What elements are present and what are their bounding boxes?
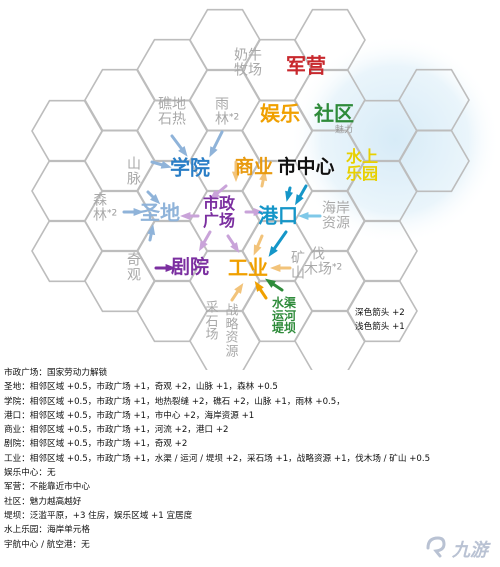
hex-cell — [136, 38, 208, 102]
arrow-head — [160, 160, 172, 169]
hex-cell — [84, 249, 156, 313]
tile-gov-plaza: 市政广场 — [202, 194, 236, 230]
note-line: 堤坝：泛滥平原，+3 住房，娱乐区域 +1 宜居度 — [4, 510, 193, 521]
tile-entertainment: 娱乐 — [260, 101, 300, 126]
tile-lumber: 伐木场*2 — [304, 246, 343, 277]
hex-board — [31, 8, 500, 370]
arrow-legend: 深色箭头 +2 浅色箭头 +1 — [355, 306, 405, 334]
tile-academy: 学院 — [170, 155, 210, 180]
tile-mine: 矿山 — [291, 250, 305, 281]
arrow-head — [254, 281, 264, 292]
arrow-head — [165, 263, 176, 273]
tile-holy-site: 圣地 — [140, 200, 180, 225]
arrow-head — [147, 224, 156, 236]
tile-barracks: 军营 — [286, 53, 326, 78]
tile-community: 社区 — [314, 101, 354, 126]
arrow-head — [234, 283, 244, 294]
tile-coastal: 海岸资源 — [322, 200, 350, 231]
arrow-head — [298, 211, 309, 221]
arrow-head — [133, 207, 144, 217]
water-glow — [290, 35, 500, 245]
legend-dark: 深色箭头 +2 — [355, 308, 405, 318]
arrow-head — [270, 263, 281, 273]
arrow-head — [231, 171, 241, 182]
tile-waterpark: 水上乐园 — [345, 147, 379, 183]
hex-cell — [136, 279, 208, 343]
hex-cell — [84, 129, 156, 193]
note-line: 宇航中心 / 航空港：无 — [4, 539, 90, 550]
arrow-head — [209, 146, 218, 158]
arrow-head — [230, 242, 240, 253]
tile-commercial: 商业 — [234, 156, 274, 179]
note-line: 社区：魅力越高越好 — [4, 496, 82, 507]
hex-cell — [398, 129, 470, 193]
hex-grid — [31, 8, 470, 370]
arrow-head — [295, 194, 304, 206]
arrow-head — [199, 240, 208, 252]
arrow-head — [180, 211, 191, 221]
adjacency-notes: 市政广场：国家劳动力解锁 圣地：相邻区域 +0.5，市政广场 +1，奇观 +2，… — [4, 366, 430, 552]
tile-wonder: 奇观 — [127, 252, 141, 283]
note-line: 商业：相邻区域 +0.5，市政广场 +1，河流 +2，港口 +2 — [4, 425, 229, 436]
note-line: 圣地：相邻区域 +0.5，市政广场 +1，奇观 +2，山脉 +1，森林 +0.5 — [4, 382, 278, 393]
tile-forest: 森林*2 — [93, 192, 118, 223]
tile-quarry: 采石场 — [205, 300, 219, 343]
note-line: 娱乐中心：无 — [4, 468, 56, 479]
tile-city-center: 市中心 — [277, 156, 335, 179]
tile-mountain: 山脉 — [127, 156, 141, 187]
note-line: 港口：相邻区域 +0.5，市政广场 +1，市中心 +2，海岸资源 +1 — [4, 410, 255, 421]
hex-cell — [31, 219, 103, 283]
tile-multiplier: *2 — [107, 208, 118, 219]
adjacency-arrows — [122, 130, 322, 302]
note-line: 军营：不能靠近市中心 — [4, 482, 90, 493]
arrow-head — [265, 278, 276, 288]
arrow-head — [268, 246, 278, 257]
arrow-head — [285, 190, 294, 202]
legend-light: 浅色箭头 +1 — [355, 322, 405, 332]
jiuyou-logo-icon — [426, 536, 446, 558]
note-line: 剧院：相邻区域 +0.5，市政广场 +1，奇观 +2 — [4, 439, 188, 450]
tile-charm: 魅力 — [334, 125, 354, 136]
hex-cell — [31, 159, 103, 223]
tile-milk-ranch: 奶牛牧场 — [234, 47, 262, 78]
tile-multiplier: *2 — [229, 112, 240, 123]
hex-cell — [346, 279, 418, 343]
note-line: 学院：相邻区域 +0.5，市政广场 +1，地热裂缝 +2，礁石 +2，山脉 +1… — [4, 396, 345, 407]
tile-sulfur: 礁地石热 — [158, 96, 186, 127]
arrow-head — [150, 194, 161, 205]
tile-industrial: 工业 — [228, 255, 268, 280]
tile-rainforest: 雨林*2 — [215, 96, 240, 127]
arrow-head — [253, 207, 264, 217]
arrow-head — [253, 244, 262, 256]
arrow-head — [209, 190, 220, 200]
arrow-head — [178, 146, 188, 157]
watermark: 九游 — [452, 540, 488, 561]
note-line: 水上乐园：海岸单元格 — [4, 525, 90, 536]
tile-multiplier: *2 — [332, 262, 343, 273]
tile-theater: 剧院 — [170, 256, 210, 279]
tile-dam: 水渠运河堤坝 — [271, 296, 297, 336]
note-line: 市政广场：国家劳动力解锁 — [4, 368, 108, 378]
tile-strategic: 战略资源 — [225, 303, 239, 360]
tile-harbor: 港口 — [258, 203, 298, 228]
note-line: 工业：相邻区域 +0.5，市政广场 +1，水渠 / 运河 / 堤坝 +2，采石场… — [4, 453, 431, 464]
arrow-head — [259, 170, 268, 182]
